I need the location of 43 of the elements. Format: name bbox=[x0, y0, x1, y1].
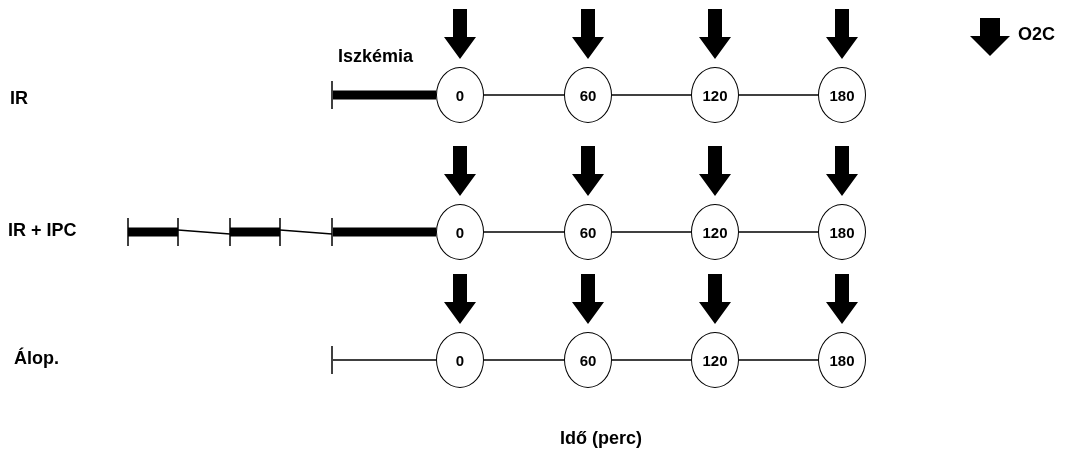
time-point-circle: 180 bbox=[818, 204, 866, 260]
ischemia-bar bbox=[333, 90, 436, 100]
connector-line bbox=[738, 231, 819, 233]
time-point-circle: 60 bbox=[564, 67, 612, 123]
block-arrow bbox=[444, 274, 476, 324]
block-arrow bbox=[699, 9, 731, 59]
ischemia-bar bbox=[333, 227, 436, 237]
time-point-circle: 0 bbox=[436, 67, 484, 123]
block-arrow bbox=[444, 9, 476, 59]
time-point-circle: 180 bbox=[818, 67, 866, 123]
connector-line bbox=[483, 359, 565, 361]
axis-caption: Idő (perc) bbox=[560, 428, 642, 449]
block-arrow bbox=[444, 146, 476, 196]
connector-line bbox=[611, 94, 692, 96]
row-label: IR bbox=[10, 88, 28, 109]
block-arrow bbox=[826, 274, 858, 324]
row-label: Álop. bbox=[14, 348, 59, 369]
block-arrow bbox=[826, 9, 858, 59]
time-point-circle: 60 bbox=[564, 332, 612, 388]
block-arrow bbox=[826, 146, 858, 196]
block-arrow bbox=[699, 146, 731, 196]
connector-line bbox=[611, 231, 692, 233]
time-point-circle: 120 bbox=[691, 67, 739, 123]
connector-line bbox=[483, 94, 565, 96]
connector-line bbox=[611, 359, 692, 361]
section-label: Iszkémia bbox=[338, 46, 414, 67]
legend-label: O2C bbox=[1018, 24, 1055, 45]
block-arrow bbox=[572, 9, 604, 59]
connector-line bbox=[738, 94, 819, 96]
block-arrow bbox=[572, 274, 604, 324]
time-point-circle: 0 bbox=[436, 332, 484, 388]
preconditioning-cycles-drawing bbox=[127, 217, 333, 247]
time-point-circle: 180 bbox=[818, 332, 866, 388]
timeline-line bbox=[332, 359, 437, 361]
block-arrow bbox=[699, 274, 731, 324]
connector-line bbox=[738, 359, 819, 361]
connector-line bbox=[483, 231, 565, 233]
time-point-circle: 60 bbox=[564, 204, 612, 260]
time-point-circle: 120 bbox=[691, 332, 739, 388]
time-point-circle: 120 bbox=[691, 204, 739, 260]
time-point-circle: 0 bbox=[436, 204, 484, 260]
block-arrow bbox=[572, 146, 604, 196]
row-label: IR + IPC bbox=[8, 220, 77, 241]
